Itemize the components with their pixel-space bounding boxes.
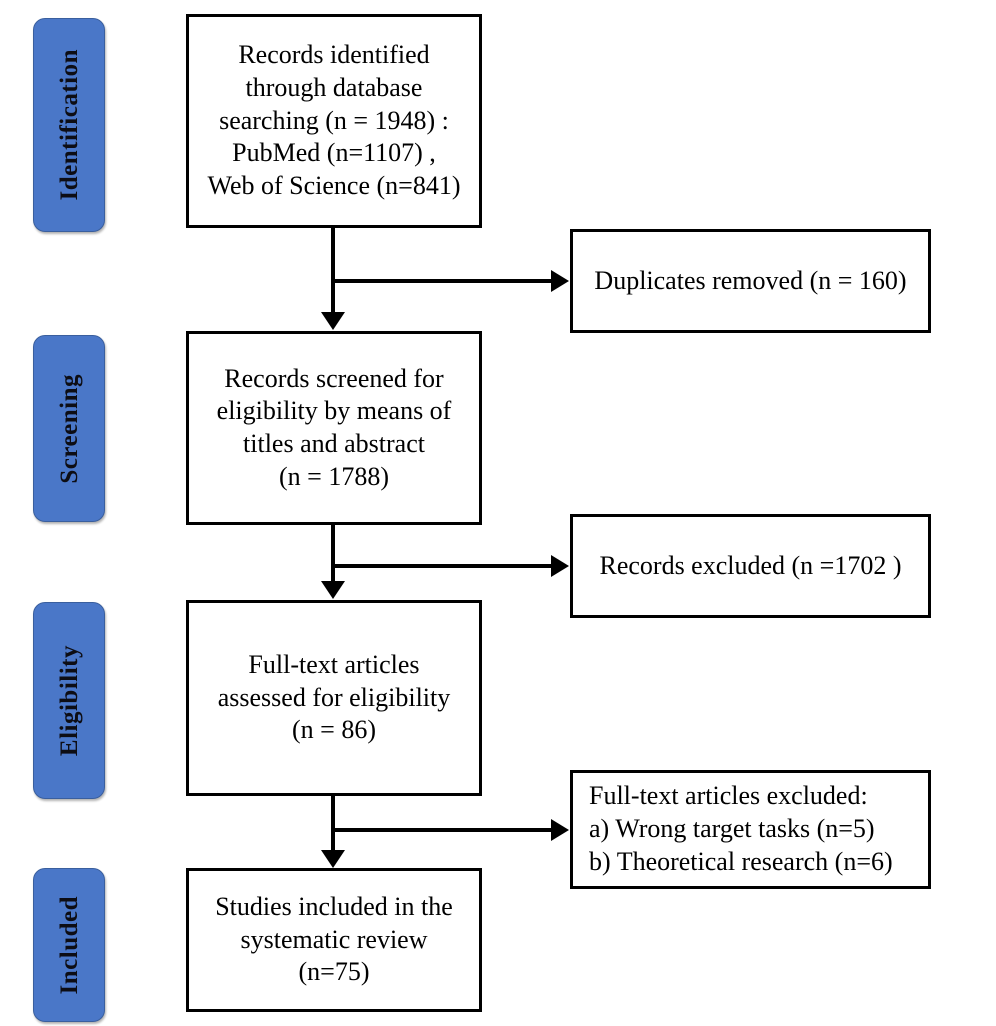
connector-fulltext-to-included-arrow (321, 850, 345, 868)
connector-identified-to-duplicates-line (331, 279, 559, 283)
box-records-screened: Records screened for eligibility by mean… (186, 331, 482, 525)
stage-badge-included: Included (33, 868, 105, 1022)
box-records-screened-text: Records screened for eligibility by mean… (216, 363, 452, 491)
box-duplicates-removed-text: Duplicates removed (n = 160) (594, 265, 907, 295)
connector-screened-to-fulltext-line (331, 525, 335, 583)
connector-identified-to-screened-arrow (321, 312, 345, 330)
stage-label-screening: Screening (55, 373, 83, 484)
stage-badge-eligibility: Eligibility (33, 602, 105, 799)
connector-screened-to-excluded-line (331, 564, 559, 568)
box-records-identified: Records identified through database sear… (186, 14, 482, 228)
box-records-identified-text: Records identified through database sear… (207, 40, 461, 201)
connector-identified-to-screened-line (331, 228, 335, 316)
connector-identified-to-duplicates-arrow (551, 270, 569, 292)
stage-label-identification: Identification (55, 49, 83, 201)
box-full-text-excluded-text: Full-text articles excluded: a) Wrong ta… (589, 781, 893, 876)
box-full-text-assessed: Full-text articles assessed for eligibil… (186, 600, 482, 796)
box-studies-included: Studies included in the systematic revie… (186, 868, 482, 1012)
box-duplicates-removed: Duplicates removed (n = 160) (570, 229, 931, 333)
connector-fulltext-to-excluded-line (331, 828, 559, 832)
box-records-excluded-text: Records excluded (n =1702 ) (599, 550, 902, 580)
box-full-text-assessed-text: Full-text articles assessed for eligibil… (217, 649, 451, 745)
stage-badge-screening: Screening (33, 335, 105, 522)
connector-screened-to-excluded-arrow (551, 555, 569, 577)
box-studies-included-text: Studies included in the systematic revie… (215, 891, 453, 987)
box-records-excluded: Records excluded (n =1702 ) (570, 514, 931, 618)
stage-label-eligibility: Eligibility (55, 644, 83, 757)
box-full-text-excluded: Full-text articles excluded: a) Wrong ta… (570, 770, 931, 889)
stage-badge-identification: Identification (33, 18, 105, 232)
stage-label-included: Included (55, 895, 83, 995)
connector-fulltext-to-excluded-arrow (551, 819, 569, 841)
connector-screened-to-fulltext-arrow (321, 581, 345, 599)
connector-fulltext-to-included-line (331, 796, 335, 852)
